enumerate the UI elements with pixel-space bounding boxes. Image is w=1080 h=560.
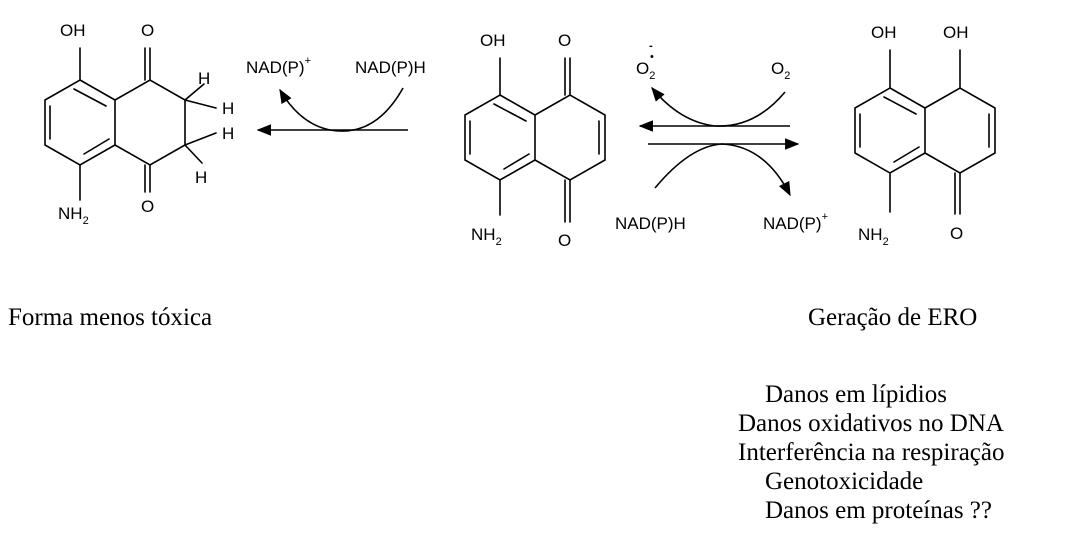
effects-list: Danos em lípidios Danos oxidativos no DN… (738, 380, 1004, 525)
right-carbonyl-label: O (950, 224, 963, 243)
left-molecule: OH O H H H H O NH2 (44, 21, 234, 227)
redox-cycle: O2 - • O2 NAD(P)H NAD(P)+ (615, 40, 828, 233)
left-hydrogen-label-2: H (222, 99, 234, 118)
right-hydroxyl-label-1: OH (871, 23, 897, 42)
left-hydroxyl-label: OH (60, 21, 86, 40)
center-bottom-carbonyl-label: O (558, 231, 571, 250)
center-molecule-bonds (464, 57, 606, 223)
left-bottom-carbonyl-label: O (141, 197, 154, 216)
reaction-scheme: OH O H H H H O NH2 OH O O NH2 OH OH O NH… (44, 21, 996, 250)
left-amine-label: NH2 (58, 204, 89, 227)
caption-right: Geração de ERO (808, 304, 978, 331)
reduction-cofactor-reduced-label: NAD(P)H (355, 58, 426, 77)
superoxide-label: O2 (636, 59, 655, 82)
right-molecule: OH OH O NH2 (854, 23, 996, 248)
left-hydrogen-label-1: H (198, 69, 210, 88)
effect-item-respiration: Interferência na respiração (738, 439, 1005, 466)
effect-item-proteins: Danos em proteínas ?? (765, 497, 993, 524)
reduction-step: NAD(P)+ NAD(P)H (246, 55, 426, 136)
left-hydrogen-label-4: H (195, 168, 207, 187)
left-top-carbonyl-label: O (141, 21, 154, 40)
reduction-cofactor-oxidized-label: NAD(P)+ (246, 55, 311, 77)
left-molecule-bonds (44, 47, 217, 201)
center-molecule: OH O O NH2 (464, 31, 606, 250)
effect-item-lipids: Danos em lípidios (765, 381, 947, 408)
left-hydrogen-label-3: H (222, 124, 234, 143)
right-hydroxyl-label-2: OH (943, 23, 969, 42)
caption-left: Forma menos tóxica (8, 304, 213, 331)
superoxide-charge: - (649, 40, 653, 52)
center-hydroxyl-label: OH (480, 31, 506, 50)
effect-item-genotoxicity: Genotoxicidade (765, 468, 924, 495)
oxygen-curved-arrow (651, 86, 786, 127)
oxygen-label: O2 (771, 59, 790, 82)
right-molecule-bonds (854, 49, 996, 215)
cycle-cofactor-oxidized-label: NAD(P)+ (763, 211, 828, 233)
cycle-cofactor-reduced-label: NAD(P)H (615, 214, 686, 233)
right-amine-label: NH2 (858, 225, 889, 248)
nadph-curved-arrow (654, 143, 791, 197)
center-amine-label: NH2 (471, 225, 502, 248)
cofactor-curved-arrow (279, 87, 404, 132)
effect-item-dna: Danos oxidativos no DNA (738, 410, 1004, 437)
center-top-carbonyl-label: O (558, 31, 571, 50)
superoxide-radical-dot: • (650, 51, 654, 63)
